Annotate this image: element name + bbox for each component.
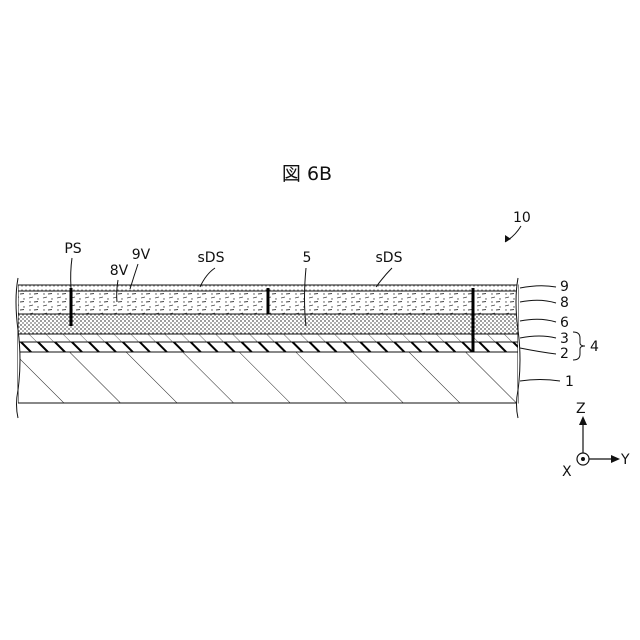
y-axis-label: Y [620,452,630,468]
z-axis-label: Z [576,401,586,417]
layer-2 [18,342,518,352]
sds-left-leader [200,268,215,287]
axis-indicator: Z Y X [562,401,630,480]
layer-6-label: 6 [560,315,569,331]
sds-right-label: sDS [376,250,403,266]
leader-2 [520,348,556,354]
z-arrowhead [579,416,587,425]
x-dot [581,457,585,461]
layer-4-label: 4 [590,339,599,355]
leader-1 [520,380,560,382]
x-axis-label: X [562,464,572,480]
sds-left-label: sDS [198,250,225,266]
layer-2-label: 2 [560,346,569,362]
8v-label: 8V [110,263,129,279]
layer-3 [18,334,518,342]
y-arrowhead [611,455,620,463]
layer-stack [16,278,520,418]
layer-8-label: 8 [560,295,569,311]
leader-8 [520,300,556,303]
layer-1-label: 1 [565,374,574,390]
layer-5-label: 5 [303,250,312,266]
leader-3 [520,336,556,338]
ps-leader [71,258,72,288]
9v-label: 9V [132,247,151,263]
leader-6 [520,319,556,322]
sds-right-leader [376,268,392,287]
device-ref-arrowhead [505,235,511,242]
ps-label: PS [64,241,81,257]
leader-9 [520,286,556,288]
figure-title: 図 6B [282,163,332,185]
device-ref-label: 10 [513,210,531,226]
brace-4 [573,332,585,360]
layer-9-label: 9 [560,279,569,295]
layer-1-substrate [18,352,518,403]
layer-3-label: 3 [560,331,569,347]
layer-6 [18,314,518,334]
